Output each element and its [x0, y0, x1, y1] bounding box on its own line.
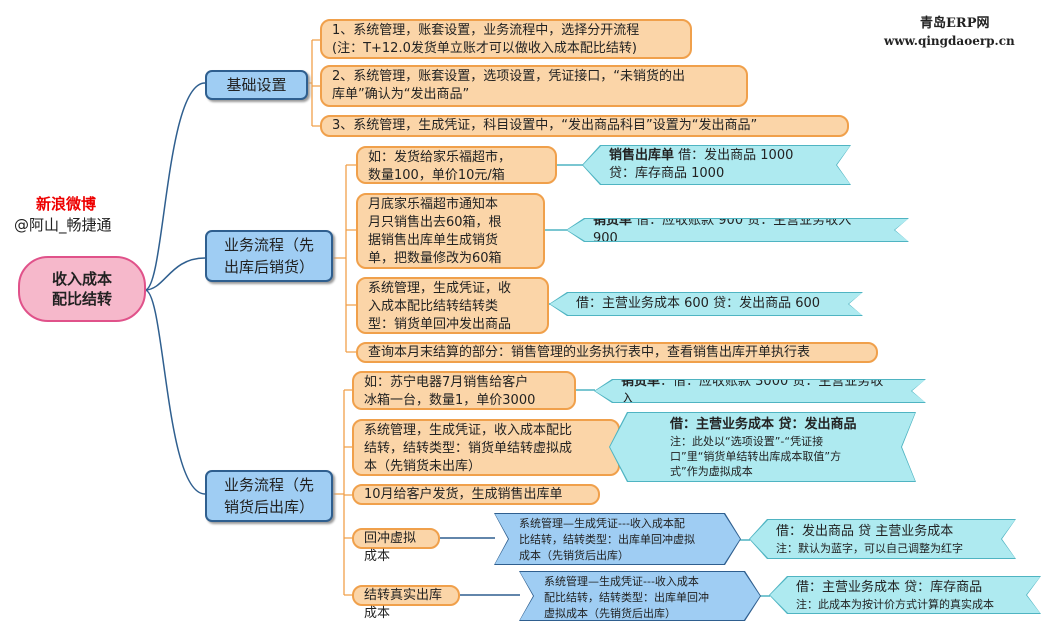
- root-topic: 收入成本配比结转: [18, 256, 146, 322]
- flow2-voucher-step-4: 系统管理—生成凭证---收入成本配比结转，结转类型：出库单回冲虚拟成本（先销货后…: [495, 514, 740, 564]
- basic-step-3: 3、系统管理，生成凭证，科目设置中，“发出商品科目”设置为“发出商品”: [320, 115, 849, 137]
- flow2-note-5: 借：主营业务成本 贷：库存商品注：此成本为按计价方式计算的真实成本: [770, 577, 1040, 613]
- basic-step-1: 1、系统管理，账套设置，业务流程中，选择分开流程(注：T+12.0发货单立账才可…: [320, 19, 692, 59]
- topic-flow-ship-first[interactable]: 业务流程（先出库后销货）: [205, 230, 333, 282]
- flow2-step-2: 系统管理，生成凭证，收入成本配比结转，结转类型：销货单结转虚拟成本（先销货未出库…: [352, 419, 620, 476]
- topic-basic-settings[interactable]: 基础设置: [205, 70, 308, 100]
- flow1-note-2: 销货单 借：应收账款 900 贷：主营业务收入 900: [567, 219, 908, 241]
- flow1-step-4: 查询本月末结算的部分：销售管理的业务执行表中，查看销售出库开单执行表: [356, 342, 878, 363]
- flow2-step-3: 10月给客户发货，生成销售出库单: [352, 484, 600, 505]
- flow2-step-4: 回冲虚拟成本: [352, 528, 440, 564]
- logo-url: www.qingdaoerp.cn: [884, 34, 1015, 48]
- flow2-note-4: 借：发出商品 贷 主营业务成本注：默认为蓝字，可以自己调整为红字: [750, 520, 1015, 558]
- root-line: 配比结转: [51, 290, 112, 308]
- basic-step-2: 2、系统管理，账套设置，选项设置，凭证接口，“未销货的出库单”确认为“发出商品”: [320, 65, 748, 107]
- flow1-note-3: 借：主营业务成本 600 贷：发出商品 600: [550, 293, 862, 315]
- flow2-step-5: 结转真实出库成本: [352, 585, 460, 621]
- logo-name: 青岛ERP网: [920, 16, 990, 31]
- author-handle: @阿山_畅捷通: [14, 216, 112, 234]
- topic-flow-sell-first[interactable]: 业务流程（先销货后出库）: [205, 470, 333, 522]
- flow1-step-3: 系统管理，生成凭证，收入成本配比结转结转类型：销货单回冲发出商品: [356, 277, 549, 334]
- flow2-step-1: 如：苏宁电器7月销售给客户冰箱一台，数量1，单价3000: [352, 371, 576, 410]
- flow2-voucher-step-5: 系统管理—生成凭证---收入成本配比结转，结转类型：出库单回冲虚拟成本（先销货后…: [520, 572, 760, 620]
- flow2-note-2: 借：主营业务成本 贷：发出商品注：此处以“选项设置”-“凭证接口”里“销货单结转…: [610, 413, 915, 481]
- flow1-step-2: 月底家乐福超市通知本月只销售出去60箱，根据销售出库单生成销货单，把数量修改为6…: [356, 193, 545, 269]
- root-line: 收入成本: [51, 270, 112, 288]
- flow2-note-1: 销货单：借：应收账款 3000 贷：主营业务收入: [595, 380, 925, 402]
- weibo-label: 新浪微博: [36, 195, 97, 213]
- flow1-step-1: 如：发货给家乐福超市，数量100，单价10元/箱: [356, 146, 557, 184]
